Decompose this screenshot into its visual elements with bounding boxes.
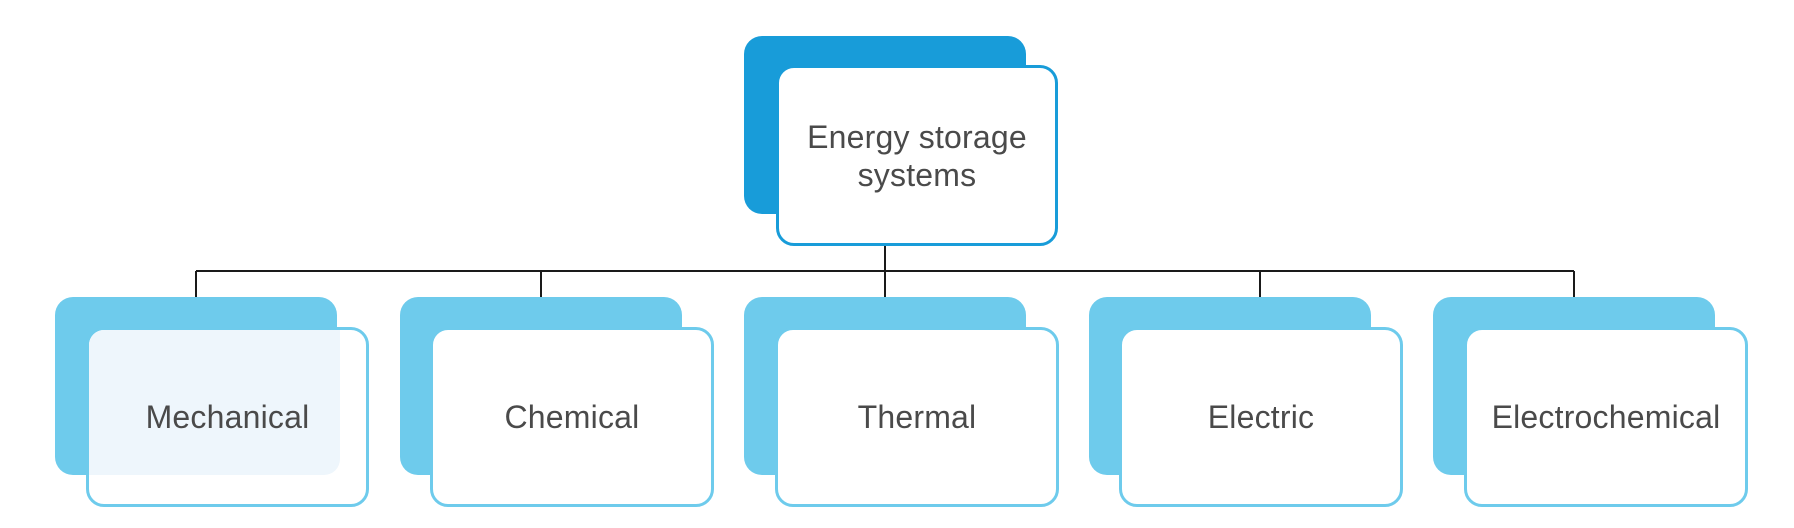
category-label: Chemical <box>504 399 640 435</box>
category-label: Electrochemical <box>1491 399 1721 435</box>
category-node-card: Electric <box>1119 327 1403 507</box>
category-node-card: Thermal <box>775 327 1059 507</box>
root-label-line-1: Energy storage <box>807 118 1027 155</box>
highlight-overlay <box>89 330 340 475</box>
root-node-label: Energy storage systems <box>807 118 1027 194</box>
category-label: Thermal <box>857 399 977 435</box>
category-label: Electric <box>1207 399 1315 435</box>
category-label: Mechanical <box>145 399 310 435</box>
root-node-card: Energy storage systems <box>776 65 1058 246</box>
root-label-line-2: systems <box>857 156 977 193</box>
category-node-card: Electrochemical <box>1464 327 1748 507</box>
category-node-card: Mechanical <box>86 327 369 507</box>
category-node-card: Chemical <box>430 327 714 507</box>
